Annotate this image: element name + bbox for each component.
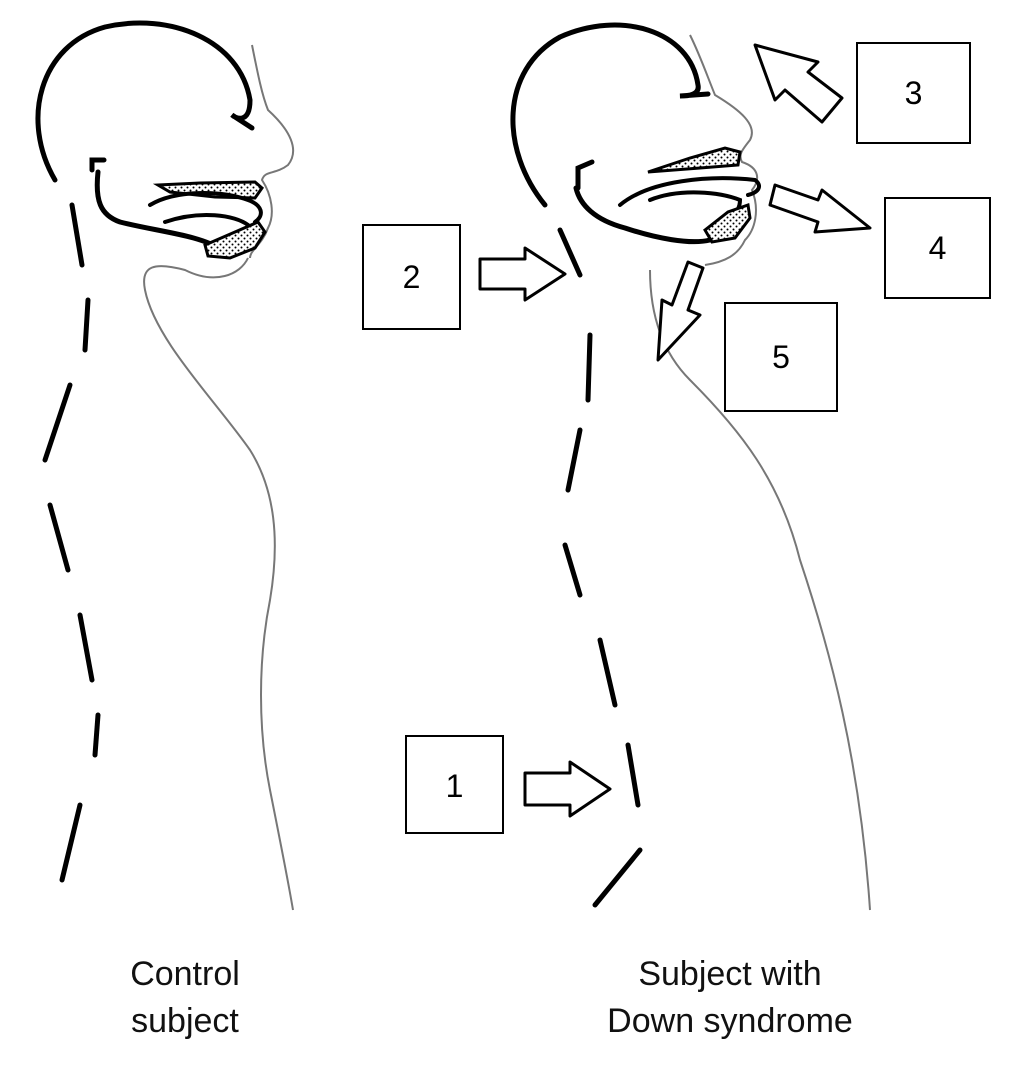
ds-head-outline [510, 22, 711, 208]
ds-tongue [618, 176, 761, 207]
caption-down-syndrome-subject: Subject with Down syndrome [560, 951, 900, 1045]
ds-spine [557, 227, 643, 908]
marker-label-3: 3 [905, 75, 923, 111]
caption-down-line1: Subject with [638, 955, 822, 993]
marker-label-4: 4 [929, 230, 947, 266]
ds-face-profile [689, 34, 759, 266]
marker-box-4: 4 [884, 197, 991, 299]
marker-label-5: 5 [772, 339, 790, 375]
marker-box-1: 1 [405, 735, 504, 834]
marker-box-3: 3 [856, 42, 971, 144]
caption-control-line2: subject [131, 1002, 239, 1040]
marker-label-1: 1 [446, 768, 464, 804]
control-spine [42, 202, 101, 883]
control-tongue [148, 191, 263, 224]
caption-down-line2: Down syndrome [607, 1002, 853, 1040]
down-syndrome-subject-figure: 1 2 3 4 5 [362, 22, 991, 911]
control-jaw [94, 169, 225, 253]
caption-control-line1: Control [130, 955, 240, 993]
caption-control-subject: Control subject [90, 951, 280, 1045]
control-ear [89, 157, 107, 173]
control-chin [203, 220, 267, 260]
marker-label-2: 2 [403, 259, 421, 295]
control-palate [152, 180, 265, 200]
arrow-4 [768, 183, 872, 234]
marker-box-2: 2 [362, 224, 461, 330]
marker-box-5: 5 [724, 302, 838, 412]
control-lower-mouth [163, 212, 250, 227]
arrow-5 [656, 260, 705, 362]
control-face-profile [249, 44, 295, 259]
control-subject-figure [35, 20, 295, 911]
arrow-3 [753, 43, 844, 124]
control-neck-chest-outline [143, 257, 294, 911]
arrow-2 [478, 246, 567, 302]
ds-palate [647, 146, 742, 174]
ds-chin [703, 202, 752, 244]
ds-jaw [573, 185, 713, 245]
ds-ear [575, 159, 595, 191]
arrow-1 [523, 760, 612, 818]
control-head-outline [35, 20, 255, 183]
